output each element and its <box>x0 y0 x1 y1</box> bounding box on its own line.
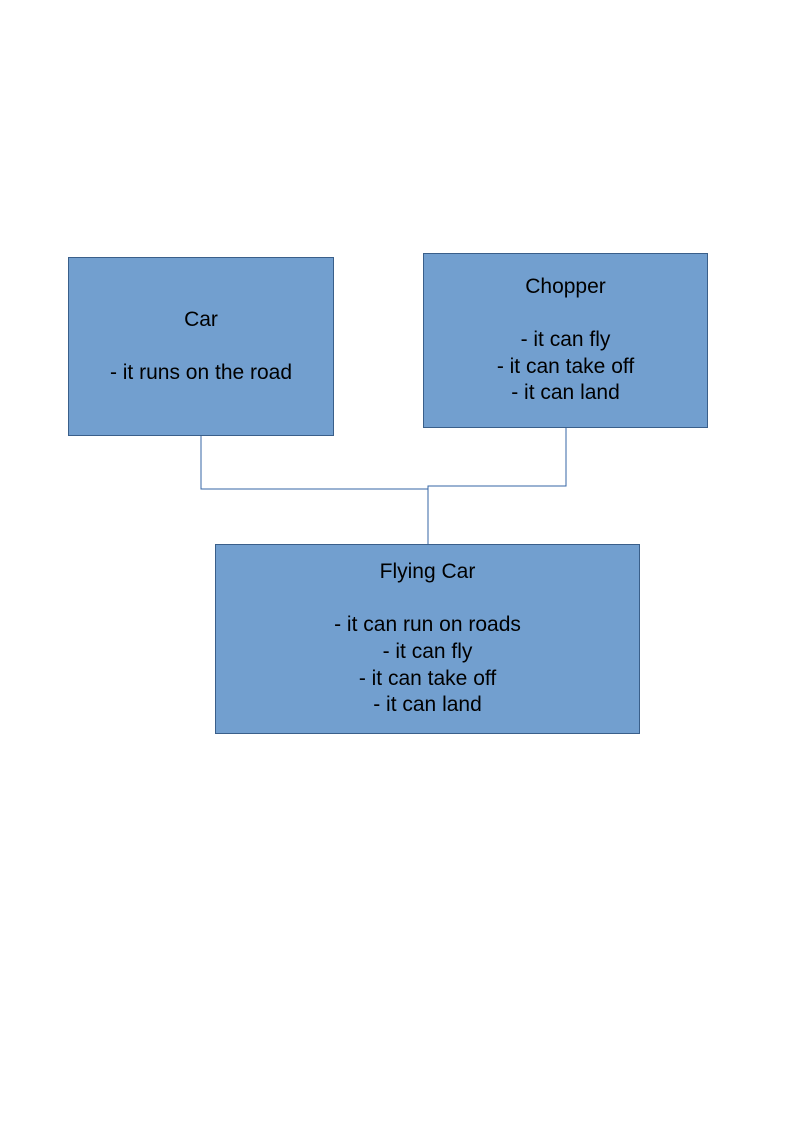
flying-car-feature-1: - it can run on roads <box>334 613 521 637</box>
connector-chopper-to-flying-car <box>427 428 567 544</box>
connector-car-to-flying-car <box>200 436 429 544</box>
flying-car-feature-3: - it can take off <box>358 666 497 690</box>
chopper-title: Chopper <box>525 275 606 299</box>
flying-car-title: Flying Car <box>379 560 476 584</box>
flying-car-box[interactable]: Flying Car - it can run on roads - it ca… <box>215 544 640 734</box>
chopper-feature-3: - it can land <box>511 381 620 405</box>
car-feature-1: - it runs on the road <box>109 360 293 384</box>
car-box[interactable]: Car - it runs on the road <box>68 257 334 436</box>
flying-car-feature-4: - it can land <box>373 693 482 717</box>
flying-car-feature-2: - it can fly <box>382 640 473 663</box>
chopper-feature-2: - it can take off <box>496 354 635 378</box>
chopper-box[interactable]: Chopper - it can fly - it can take off -… <box>423 253 708 428</box>
car-title: Car <box>184 307 218 331</box>
chopper-feature-1: - it can fly <box>520 328 611 352</box>
